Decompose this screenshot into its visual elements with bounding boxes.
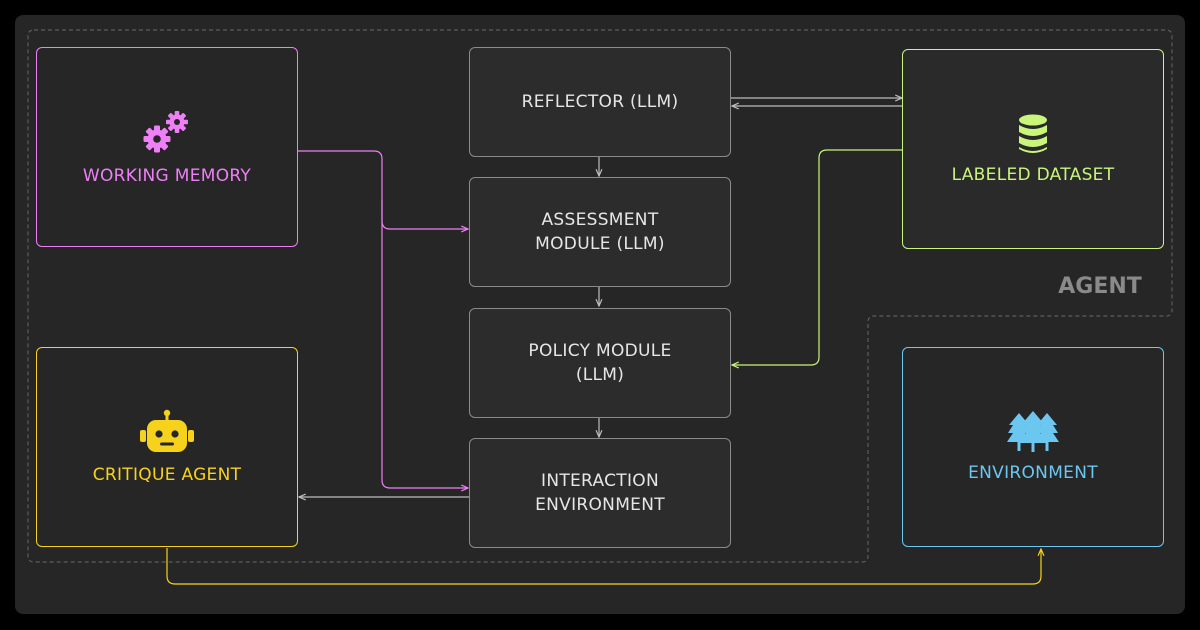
database-icon [1019, 114, 1047, 153]
critique-agent-node: CRITIQUE AGENT [36, 347, 298, 547]
policy-label-line1: POLICY MODULE [528, 341, 672, 361]
assessment-label-line2: MODULE (LLM) [535, 234, 665, 254]
environment-node: ENVIRONMENT [902, 347, 1164, 547]
critique-agent-label: CRITIQUE AGENT [92, 465, 242, 485]
assessment-module: ASSESSMENT MODULE (LLM) [469, 177, 731, 287]
working-memory-node: WORKING MEMORY [36, 47, 298, 247]
interaction-module: INTERACTION ENVIRONMENT [469, 438, 731, 548]
reflector-label: REFLECTOR (LLM) [521, 92, 679, 112]
policy-module: POLICY MODULE (LLM) [469, 308, 731, 418]
interaction-label-line2: ENVIRONMENT [535, 495, 665, 515]
trees-icon [1007, 411, 1059, 452]
interaction-label-line1: INTERACTION [541, 471, 659, 491]
policy-label-line2: (LLM) [575, 365, 625, 385]
labeled-dataset-node: LABELED DATASET [902, 49, 1164, 249]
assessment-label-line1: ASSESSMENT [541, 210, 659, 230]
labeled-dataset-label: LABELED DATASET [951, 165, 1115, 185]
working-memory-label: WORKING MEMORY [82, 166, 252, 186]
environment-label: ENVIRONMENT [968, 463, 1098, 483]
agent-region-label: AGENT [1058, 274, 1142, 299]
reflector-module: REFLECTOR (LLM) [469, 47, 731, 157]
gears-icon [143, 111, 188, 153]
robot-icon [140, 409, 194, 452]
